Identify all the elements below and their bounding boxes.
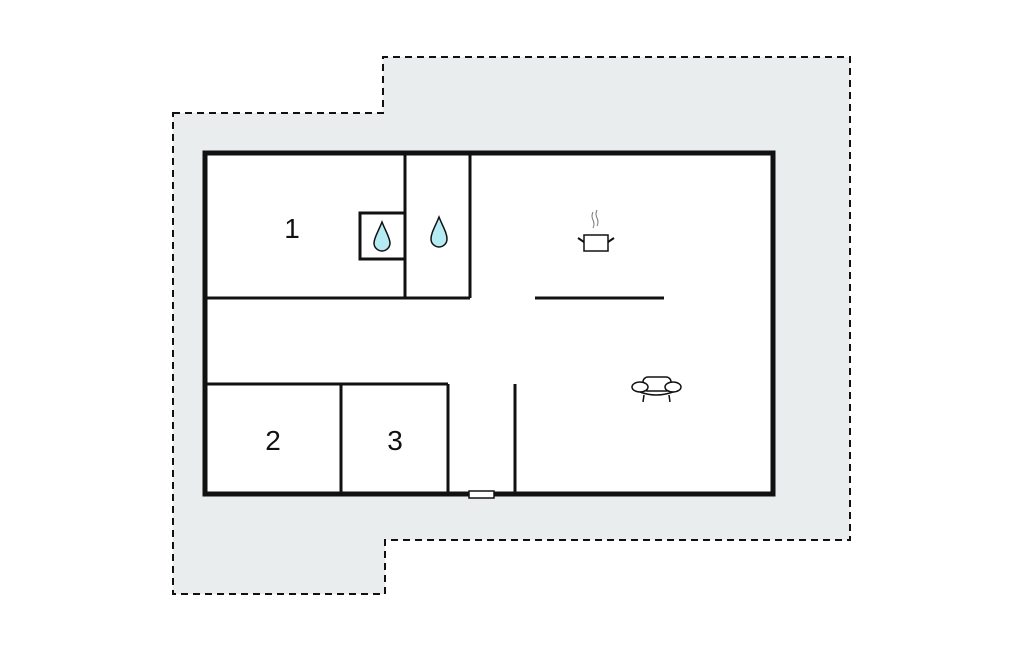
water-drop-icon bbox=[373, 219, 391, 252]
cooking-pot-icon bbox=[577, 209, 615, 252]
room-label-2: 2 bbox=[265, 425, 281, 456]
room-label-3: 3 bbox=[387, 425, 403, 456]
entrance-door bbox=[468, 490, 495, 499]
sofa-icon bbox=[631, 376, 682, 403]
house-outer-walls bbox=[202, 150, 776, 497]
room-label-1: 1 bbox=[284, 213, 300, 244]
water-drop-icon bbox=[430, 214, 448, 248]
interior-walls bbox=[205, 153, 664, 494]
